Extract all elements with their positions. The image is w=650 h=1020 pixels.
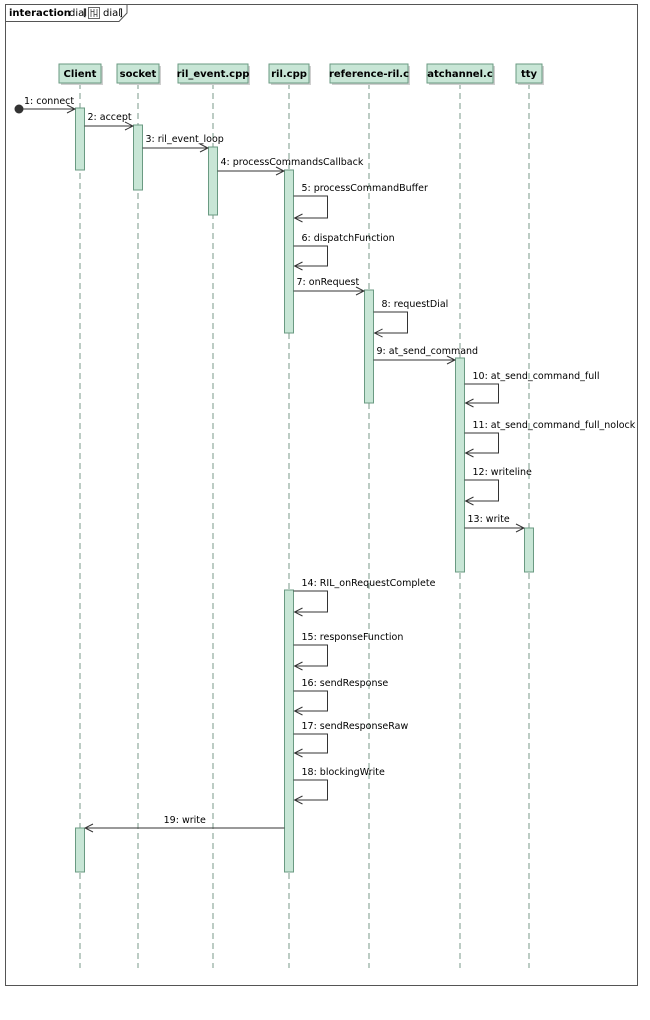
message-label: 16: sendResponse [302, 678, 389, 689]
interaction-ref-icon [88, 7, 100, 19]
message-label: 4: processCommandsCallback [221, 157, 364, 168]
participant-refril[interactable]: reference-ril.c [329, 63, 410, 85]
messages: 1: connect 2: accept 3: ril_event_loop 4: p… [14, 96, 636, 828]
participant-label: socket [120, 69, 157, 80]
message-1[interactable]: 1: connect [14, 96, 76, 114]
frame-open-bracket: [ [83, 8, 87, 19]
frame-close-bracket: ] [119, 8, 123, 19]
frame-ref-name: dial [103, 8, 121, 19]
message-label: 18: blockingWrite [302, 767, 385, 778]
message-6[interactable]: 6: dispatchFunction [293, 233, 395, 266]
message-18[interactable]: 18: blockingWrite [293, 767, 385, 800]
message-label: 15: responseFunction [302, 632, 404, 643]
participant-ril_event[interactable]: ril_event.cpp [177, 63, 250, 85]
activation-client [75, 827, 85, 873]
activation-ril [284, 589, 294, 873]
frame-name: dial [69, 8, 87, 19]
message-7[interactable]: 7: onRequest [293, 277, 365, 291]
participant-label: reference-ril.c [329, 69, 409, 80]
message-11[interactable]: 11: at_send_command_full_nolock [464, 420, 636, 453]
frame-keyword: interaction [9, 8, 71, 19]
message-label: 5: processCommandBuffer [302, 183, 429, 194]
message-9[interactable]: 9: at_send_command [373, 346, 479, 360]
participant-client[interactable]: Client [58, 63, 103, 85]
message-label: 14: RIL_onRequestComplete [302, 578, 436, 589]
message-label: 13: write [468, 514, 510, 525]
message-label: 10: at_send_command_full [473, 371, 600, 382]
message-label: 8: requestDial [382, 299, 449, 310]
message-label: 2: accept [88, 112, 132, 123]
message-label: 1: connect [24, 96, 74, 107]
message-14[interactable]: 14: RIL_onRequestComplete [293, 578, 436, 612]
participant-label: tty [521, 69, 538, 80]
participant-heads: Client socket ril_event.cpp ril.cpp referenc… [58, 63, 544, 85]
found-message-dot [14, 104, 24, 114]
participant-socket[interactable]: socket [116, 63, 161, 85]
message-19[interactable]: 19: write [85, 815, 285, 828]
message-16[interactable]: 16: sendResponse [293, 678, 389, 711]
message-10[interactable]: 10: at_send_command_full [464, 371, 600, 403]
message-label: 19: write [164, 815, 206, 826]
message-8[interactable]: 8: requestDial [373, 299, 449, 333]
activation-ril_event [208, 146, 218, 216]
participant-label: ril_event.cpp [177, 69, 250, 80]
activation-socket [133, 124, 143, 191]
message-13[interactable]: 13: write [464, 514, 525, 528]
message-15[interactable]: 15: responseFunction [293, 632, 404, 666]
activation-tty [524, 527, 534, 573]
message-label: 9: at_send_command [377, 346, 479, 357]
participant-label: ril.cpp [271, 69, 307, 80]
participant-ril[interactable]: ril.cpp [268, 63, 311, 85]
participant-atchannel[interactable]: atchannel.c [426, 63, 495, 85]
participant-label: Client [64, 69, 97, 80]
activation-atchannel [455, 357, 465, 573]
message-label: 3: ril_event_loop [146, 134, 224, 145]
message-12[interactable]: 12: writeline [464, 467, 532, 501]
participant-label: atchannel.c [427, 69, 493, 80]
activation-bars [75, 107, 534, 873]
interaction-frame [5, 4, 638, 986]
message-3[interactable]: 3: ril_event_loop [142, 134, 224, 148]
activation-ril [284, 169, 294, 334]
message-label: 17: sendResponseRaw [302, 721, 409, 732]
message-label: 7: onRequest [297, 277, 360, 288]
participant-tty[interactable]: tty [515, 63, 544, 85]
activation-client [75, 107, 85, 171]
message-label: 12: writeline [473, 467, 532, 478]
message-label: 6: dispatchFunction [302, 233, 395, 244]
message-4[interactable]: 4: processCommandsCallback [217, 157, 364, 171]
message-2[interactable]: 2: accept [84, 112, 134, 126]
activation-refril [364, 289, 374, 404]
message-label: 11: at_send_command_full_nolock [473, 420, 636, 431]
message-17[interactable]: 17: sendResponseRaw [293, 721, 409, 753]
message-5[interactable]: 5: processCommandBuffer [293, 183, 429, 218]
